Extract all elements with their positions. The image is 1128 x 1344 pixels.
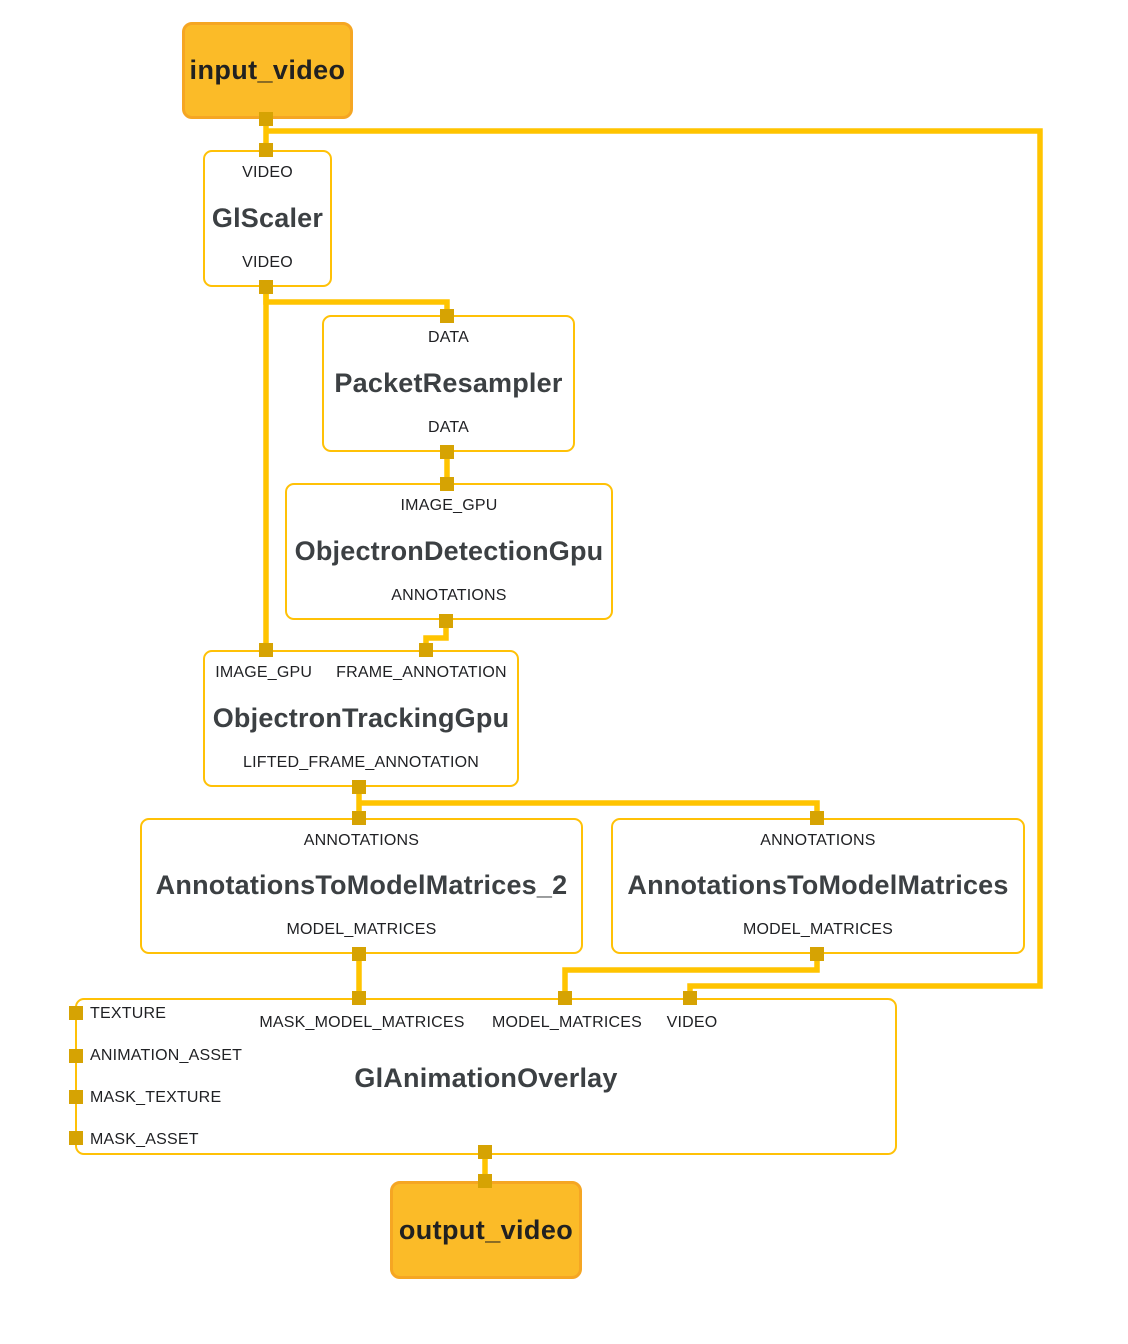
- node-title-annotations-to-model-matrices-2: AnnotationsToModelMatrices_2: [155, 870, 568, 900]
- edge-matrices-to-overlay-model-matrices: [562, 954, 820, 998]
- port-in-mask-model-matrices: MASK_MODEL_MATRICES: [259, 1014, 465, 1031]
- stream-node-input-video[interactable]: input_video: [182, 22, 353, 119]
- node-title-packet-resampler: PacketResampler: [334, 367, 563, 398]
- edge-objectron-detection-to-objectron-tracking: [423, 621, 449, 650]
- port-in-mask-texture: MASK_TEXTURE: [90, 1089, 222, 1106]
- port-in-image-gpu: IMAGE_GPU: [400, 497, 498, 514]
- port-in-model-matrices: MODEL_MATRICES: [491, 1014, 643, 1031]
- node-title-gl-animation-overlay: GlAnimationOverlay: [354, 1063, 618, 1093]
- port-out-data: DATA: [427, 419, 470, 436]
- node-objectron-detection-gpu[interactable]: IMAGE_GPU ObjectronDetectionGpu ANNOTATI…: [285, 483, 613, 620]
- node-title-gl-scaler: GlScaler: [211, 202, 324, 233]
- port-in-mask-asset: MASK_ASSET: [90, 1131, 199, 1148]
- port-out-annotations: ANNOTATIONS: [391, 587, 507, 604]
- port-in-image-gpu: IMAGE_GPU: [215, 664, 313, 681]
- port-in-animation-asset: ANIMATION_ASSET: [90, 1047, 243, 1064]
- port-out-video: VIDEO: [242, 254, 293, 271]
- port-out-model-matrices: MODEL_MATRICES: [286, 921, 437, 938]
- port-in-video: VIDEO: [242, 164, 293, 181]
- node-objectron-tracking-gpu[interactable]: IMAGE_GPU FRAME_ANNOTATION ObjectronTrac…: [203, 650, 519, 787]
- edge-gl-scaler-to-packet-resampler: [263, 287, 450, 316]
- node-title-objectron-tracking-gpu: ObjectronTrackingGpu: [212, 702, 510, 733]
- edge-objectron-tracking-to-matrices: [359, 800, 820, 818]
- node-annotations-to-model-matrices-2[interactable]: ANNOTATIONS AnnotationsToModelMatrices_2…: [140, 818, 583, 954]
- port-in-texture: TEXTURE: [90, 1005, 167, 1022]
- node-gl-animation-overlay[interactable]: MASK_MODEL_MATRICES MODEL_MATRICES VIDEO…: [75, 998, 897, 1155]
- node-annotations-to-model-matrices[interactable]: ANNOTATIONS AnnotationsToModelMatrices M…: [611, 818, 1025, 954]
- port-in-annotations: ANNOTATIONS: [760, 832, 876, 849]
- port-in-data: DATA: [427, 329, 470, 346]
- node-title-objectron-detection-gpu: ObjectronDetectionGpu: [294, 535, 604, 566]
- port-out-lifted-frame-annotation: LIFTED_FRAME_ANNOTATION: [242, 754, 480, 771]
- port-out-model-matrices: MODEL_MATRICES: [742, 921, 894, 938]
- port-in-frame-annotation: FRAME_ANNOTATION: [336, 664, 507, 681]
- stream-node-output-video[interactable]: output_video: [390, 1181, 582, 1279]
- node-packet-resampler[interactable]: DATA PacketResampler DATA: [322, 315, 575, 452]
- node-gl-scaler[interactable]: VIDEO GlScaler VIDEO: [203, 150, 332, 287]
- port-in-video: VIDEO: [666, 1014, 718, 1031]
- node-title-annotations-to-model-matrices: AnnotationsToModelMatrices: [627, 870, 1009, 900]
- stream-label-input-video: input_video: [189, 55, 346, 85]
- port-in-annotations: ANNOTATIONS: [303, 832, 420, 849]
- stream-label-output-video: output_video: [398, 1214, 574, 1245]
